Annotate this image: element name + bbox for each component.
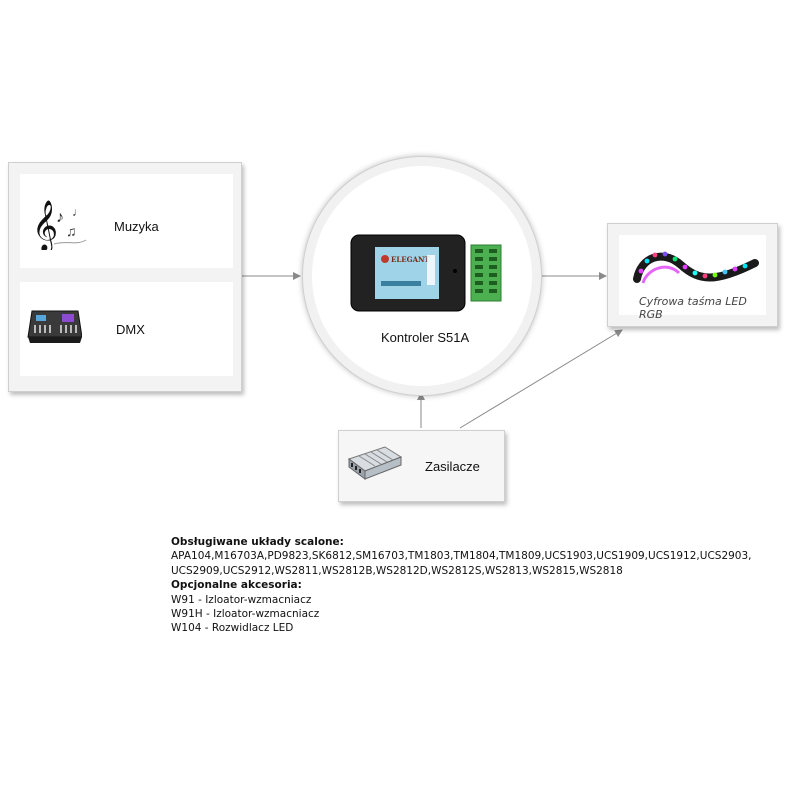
music-notes-icon: 𝄞 ♪ ♫ ♩ xyxy=(32,200,87,250)
inputs-panel: 𝄞 ♪ ♫ ♩ Muzyka DMX xyxy=(8,162,242,392)
controller-device-icon: ELEGANT xyxy=(350,234,502,312)
dmx-label: DMX xyxy=(116,322,145,337)
accessories-heading: Opcjonalne akcesoria: xyxy=(171,579,302,592)
arrow-power-to-strip xyxy=(459,329,623,429)
info-block: Obsługiwane układy scalone: APA104,M1670… xyxy=(171,535,752,636)
svg-text:♫: ♫ xyxy=(66,223,77,239)
led-strip-icon xyxy=(633,251,759,284)
led-strip-caption: Cyfrowa taśma LED RGB xyxy=(639,295,747,321)
accessory-item: W104 - Rozwidlacz LED xyxy=(171,622,294,635)
svg-text:𝄞: 𝄞 xyxy=(32,200,58,250)
power-panel: Zasilacze xyxy=(338,430,505,502)
power-label: Zasilacze xyxy=(425,459,480,474)
dmx-console-icon xyxy=(27,310,82,343)
accessory-item: W91 - Izloator-wzmacniacz xyxy=(171,593,312,606)
svg-text:♪: ♪ xyxy=(56,209,64,226)
dmx-card: DMX xyxy=(20,282,233,376)
accessory-item: W91H - Izloator-wzmacniacz xyxy=(171,608,320,621)
supported-chips-line-2: UCS2909,UCS2912,WS2811,WS2812B,WS2812D,W… xyxy=(171,564,623,577)
controller-circle: ELEGANT Kontroler S51A xyxy=(302,156,542,396)
music-label: Muzyka xyxy=(114,219,159,234)
supported-chips-line-1: APA104,M16703A,PD9823,SK6812,SM16703,TM1… xyxy=(171,550,752,563)
music-card: 𝄞 ♪ ♫ ♩ Muzyka xyxy=(20,174,233,268)
led-strip-panel: Cyfrowa taśma LED RGB xyxy=(607,223,778,327)
controller-brand-text: ELEGANT xyxy=(391,255,430,264)
led-strip-card: Cyfrowa taśma LED RGB xyxy=(619,235,766,321)
controller-label: Kontroler S51A xyxy=(381,330,470,345)
power-supply-icon xyxy=(347,446,403,480)
svg-text:♩: ♩ xyxy=(72,205,84,219)
supported-chips-heading: Obsługiwane układy scalone: xyxy=(171,536,344,548)
